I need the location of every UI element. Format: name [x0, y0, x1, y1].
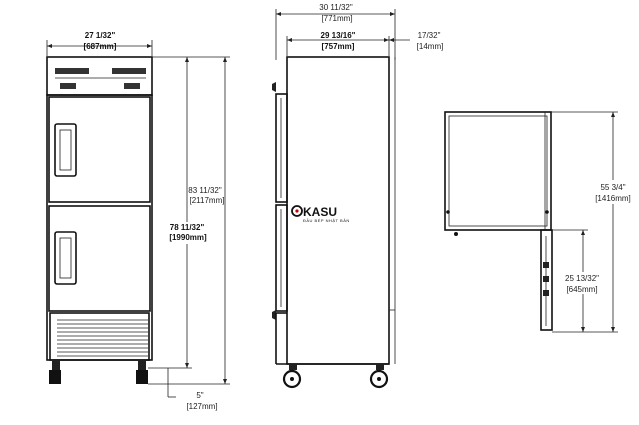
side-casters: [282, 364, 389, 389]
door-swing-height-mm: [1416mm]: [595, 194, 631, 203]
door-view-base-column: [540, 229, 553, 331]
lower-height-inches: 25 13/32": [565, 274, 599, 283]
upper-door: [48, 96, 151, 203]
lower-door: [48, 205, 151, 312]
side-view: 30 11/32" [771mm] 29 13/16" [757mm] 17/3…: [272, 3, 444, 389]
front-casters: [49, 360, 148, 384]
logo-brand: KASU: [303, 205, 337, 219]
caster-height-mm: [127mm]: [186, 402, 217, 411]
door-view: 55 3/4" [1416mm] 25 13/32" [645mm]: [444, 111, 636, 333]
door-swing-body: [444, 111, 552, 231]
logo-tagline: ĐẦU BẾP NHẬT BẢN: [303, 218, 350, 223]
overall-height-mm: [2117mm]: [190, 196, 225, 205]
front-width-mm: [687mm]: [84, 42, 117, 51]
overall-height-inches: 83 11/32": [188, 186, 222, 195]
lower-door-handle: [54, 231, 77, 285]
cabinet-depth-inches: 29 13/16": [321, 31, 356, 40]
overall-depth-mm: [771mm]: [321, 14, 352, 23]
top-compressor-housing: [46, 56, 153, 96]
overall-depth-inches: 30 11/32": [319, 3, 353, 12]
kasu-logo: KASU ĐẦU BẾP NHẬT BẢN: [291, 205, 350, 223]
cabinet-height-inches: 78 11/32": [170, 223, 205, 232]
upper-door-handle: [54, 123, 77, 177]
caster-height-inches: 5": [196, 391, 203, 400]
handle-depth-mm: [14mm]: [417, 42, 444, 51]
cabinet-depth-mm: [757mm]: [322, 42, 355, 51]
lower-height-mm: [645mm]: [566, 285, 597, 294]
side-lower-door-edge: [275, 204, 288, 312]
bottom-grille: [49, 312, 150, 361]
grille-louvers: [57, 319, 148, 357]
handle-depth-inches: 17/32": [418, 31, 441, 40]
side-upper-door-edge: [275, 93, 288, 203]
door-swing-height-inches: 55 3/4": [600, 183, 625, 192]
front-width-inches: 27 1/32": [85, 31, 116, 40]
cabinet-height-mm: [1990mm]: [169, 233, 207, 242]
front-view: 27 1/32" [687mm]: [46, 31, 230, 411]
